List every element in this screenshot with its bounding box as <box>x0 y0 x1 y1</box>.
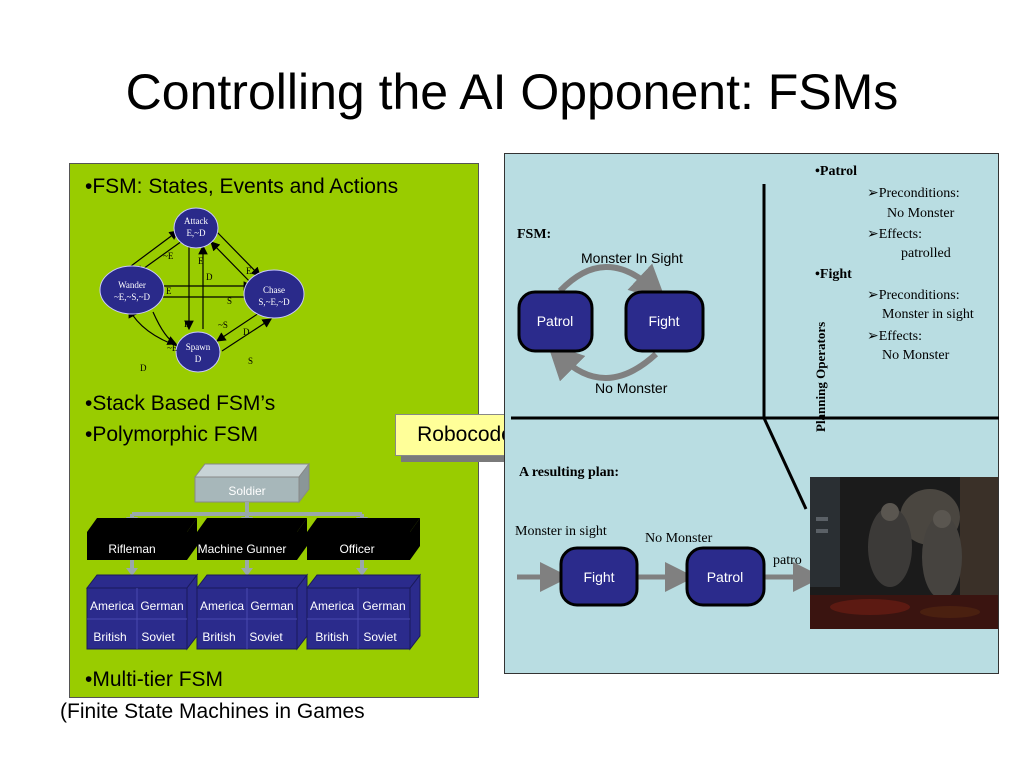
edge-label: ~E <box>163 251 174 261</box>
edge-label: D <box>243 327 250 337</box>
no-monster-label: No Monster <box>595 380 668 396</box>
class-officer: Officer <box>339 542 374 556</box>
bullet-multitier-fsm: •Multi-tier FSM <box>85 668 224 691</box>
left-panel: •FSM: States, Events and Actions •Stack … <box>69 163 535 698</box>
nation-label: America <box>200 599 244 613</box>
class-machine-gunner: Machine Gunner <box>198 542 287 556</box>
footer-caption: (Finite State Machines in Games <box>60 700 365 723</box>
operator-patrol-eff: patrolled <box>901 246 951 261</box>
spawn-state-node <box>175 331 221 373</box>
fsm-label: FSM: <box>517 227 552 242</box>
plan-patrol-label: Patrol <box>707 569 744 585</box>
operator-fight-pre: Monster in sight <box>882 307 974 322</box>
operator-fight-title: •Fight <box>815 267 852 282</box>
planning-operators-label: Planning Operators <box>813 321 828 432</box>
nation-label: British <box>315 630 348 644</box>
operator-fight-eff: No Monster <box>882 348 950 363</box>
edge-label: S <box>248 356 253 366</box>
class-rifleman: Rifleman <box>108 542 155 556</box>
operator-patrol-pre-heading: ➢Preconditions: <box>867 186 960 201</box>
edge-label: E <box>166 286 172 296</box>
soldier-label: Soldier <box>228 484 265 498</box>
edge-label: E <box>198 256 204 266</box>
plan-fight-step <box>559 546 639 607</box>
plan-patrol-step <box>685 546 766 607</box>
game-screenshot-art <box>810 477 998 629</box>
chase-label: Chase <box>263 285 285 295</box>
wander-state-node <box>99 265 165 315</box>
plan-no-monster: No Monster <box>645 531 713 546</box>
class-hierarchy: Soldier R <box>85 462 422 651</box>
edge-label: D <box>140 363 147 373</box>
fight-state-label: Fight <box>648 313 679 329</box>
soldier-box <box>194 476 300 503</box>
operator-fight-pre-heading: ➢Preconditions: <box>867 288 960 303</box>
nation-label: German <box>140 599 183 613</box>
attack-condition: E,~D <box>186 228 206 238</box>
nation-label: German <box>250 599 293 613</box>
edge-label: ~E <box>167 343 178 353</box>
bullet-polymorphic-fsm: •Polymorphic FSM <box>85 423 259 446</box>
bullet-fsm-states: •FSM: States, Events and Actions <box>85 175 399 198</box>
chase-condition: S,~E,~D <box>258 297 290 307</box>
attack-state-node <box>173 207 219 249</box>
nation-label: British <box>93 630 126 644</box>
nation-label: America <box>310 599 354 613</box>
patrol-state <box>517 290 594 353</box>
plan-fight-label: Fight <box>583 569 614 585</box>
chase-state-node <box>243 269 305 319</box>
spawn-condition: D <box>195 354 202 364</box>
plan-monster-in-sight: Monster in sight <box>515 524 607 539</box>
nation-label: Soviet <box>363 630 397 644</box>
edge-label: S <box>227 296 232 306</box>
edge-label: E <box>246 266 252 276</box>
operator-patrol-eff-heading: ➢Effects: <box>867 227 923 242</box>
state-machine-diagram: Attack E,~D Wander ~E,~S,~D Chase S,~E,~… <box>85 207 422 651</box>
bullet-stack-fsm: •Stack Based FSM’s <box>85 392 276 415</box>
operator-fight-eff-heading: ➢Effects: <box>867 329 923 344</box>
nation-label: British <box>202 630 235 644</box>
wander-label: Wander <box>118 280 146 290</box>
right-panel: Patrol Fight Fight Patrol FSM: Monster I… <box>504 153 999 674</box>
game-screenshot <box>810 477 998 629</box>
edge-label: D <box>206 272 213 282</box>
monster-in-sight-label: Monster In Sight <box>581 250 683 266</box>
nation-label: Soviet <box>141 630 175 644</box>
operator-patrol-pre: No Monster <box>887 206 955 221</box>
patrol-state-label: Patrol <box>537 313 574 329</box>
operator-patrol-title: •Patrol <box>815 164 857 179</box>
attack-label: Attack <box>184 216 208 226</box>
edge-label: ~S <box>218 320 228 330</box>
spawn-label: Spawn <box>186 342 211 352</box>
nation-label: America <box>90 599 134 613</box>
slide-title: Controlling the AI Opponent: FSMs <box>125 64 899 120</box>
plan-title: A resulting plan: <box>519 465 620 480</box>
wander-condition: ~E,~S,~D <box>114 292 151 302</box>
nation-label: German <box>362 599 405 613</box>
plan-patrolled: patro <box>773 553 802 568</box>
edge-label: E <box>184 319 190 329</box>
right-diagram: Patrol Fight Fight Patrol <box>511 184 999 607</box>
nation-label: Soviet <box>249 630 283 644</box>
fight-state <box>624 290 705 353</box>
